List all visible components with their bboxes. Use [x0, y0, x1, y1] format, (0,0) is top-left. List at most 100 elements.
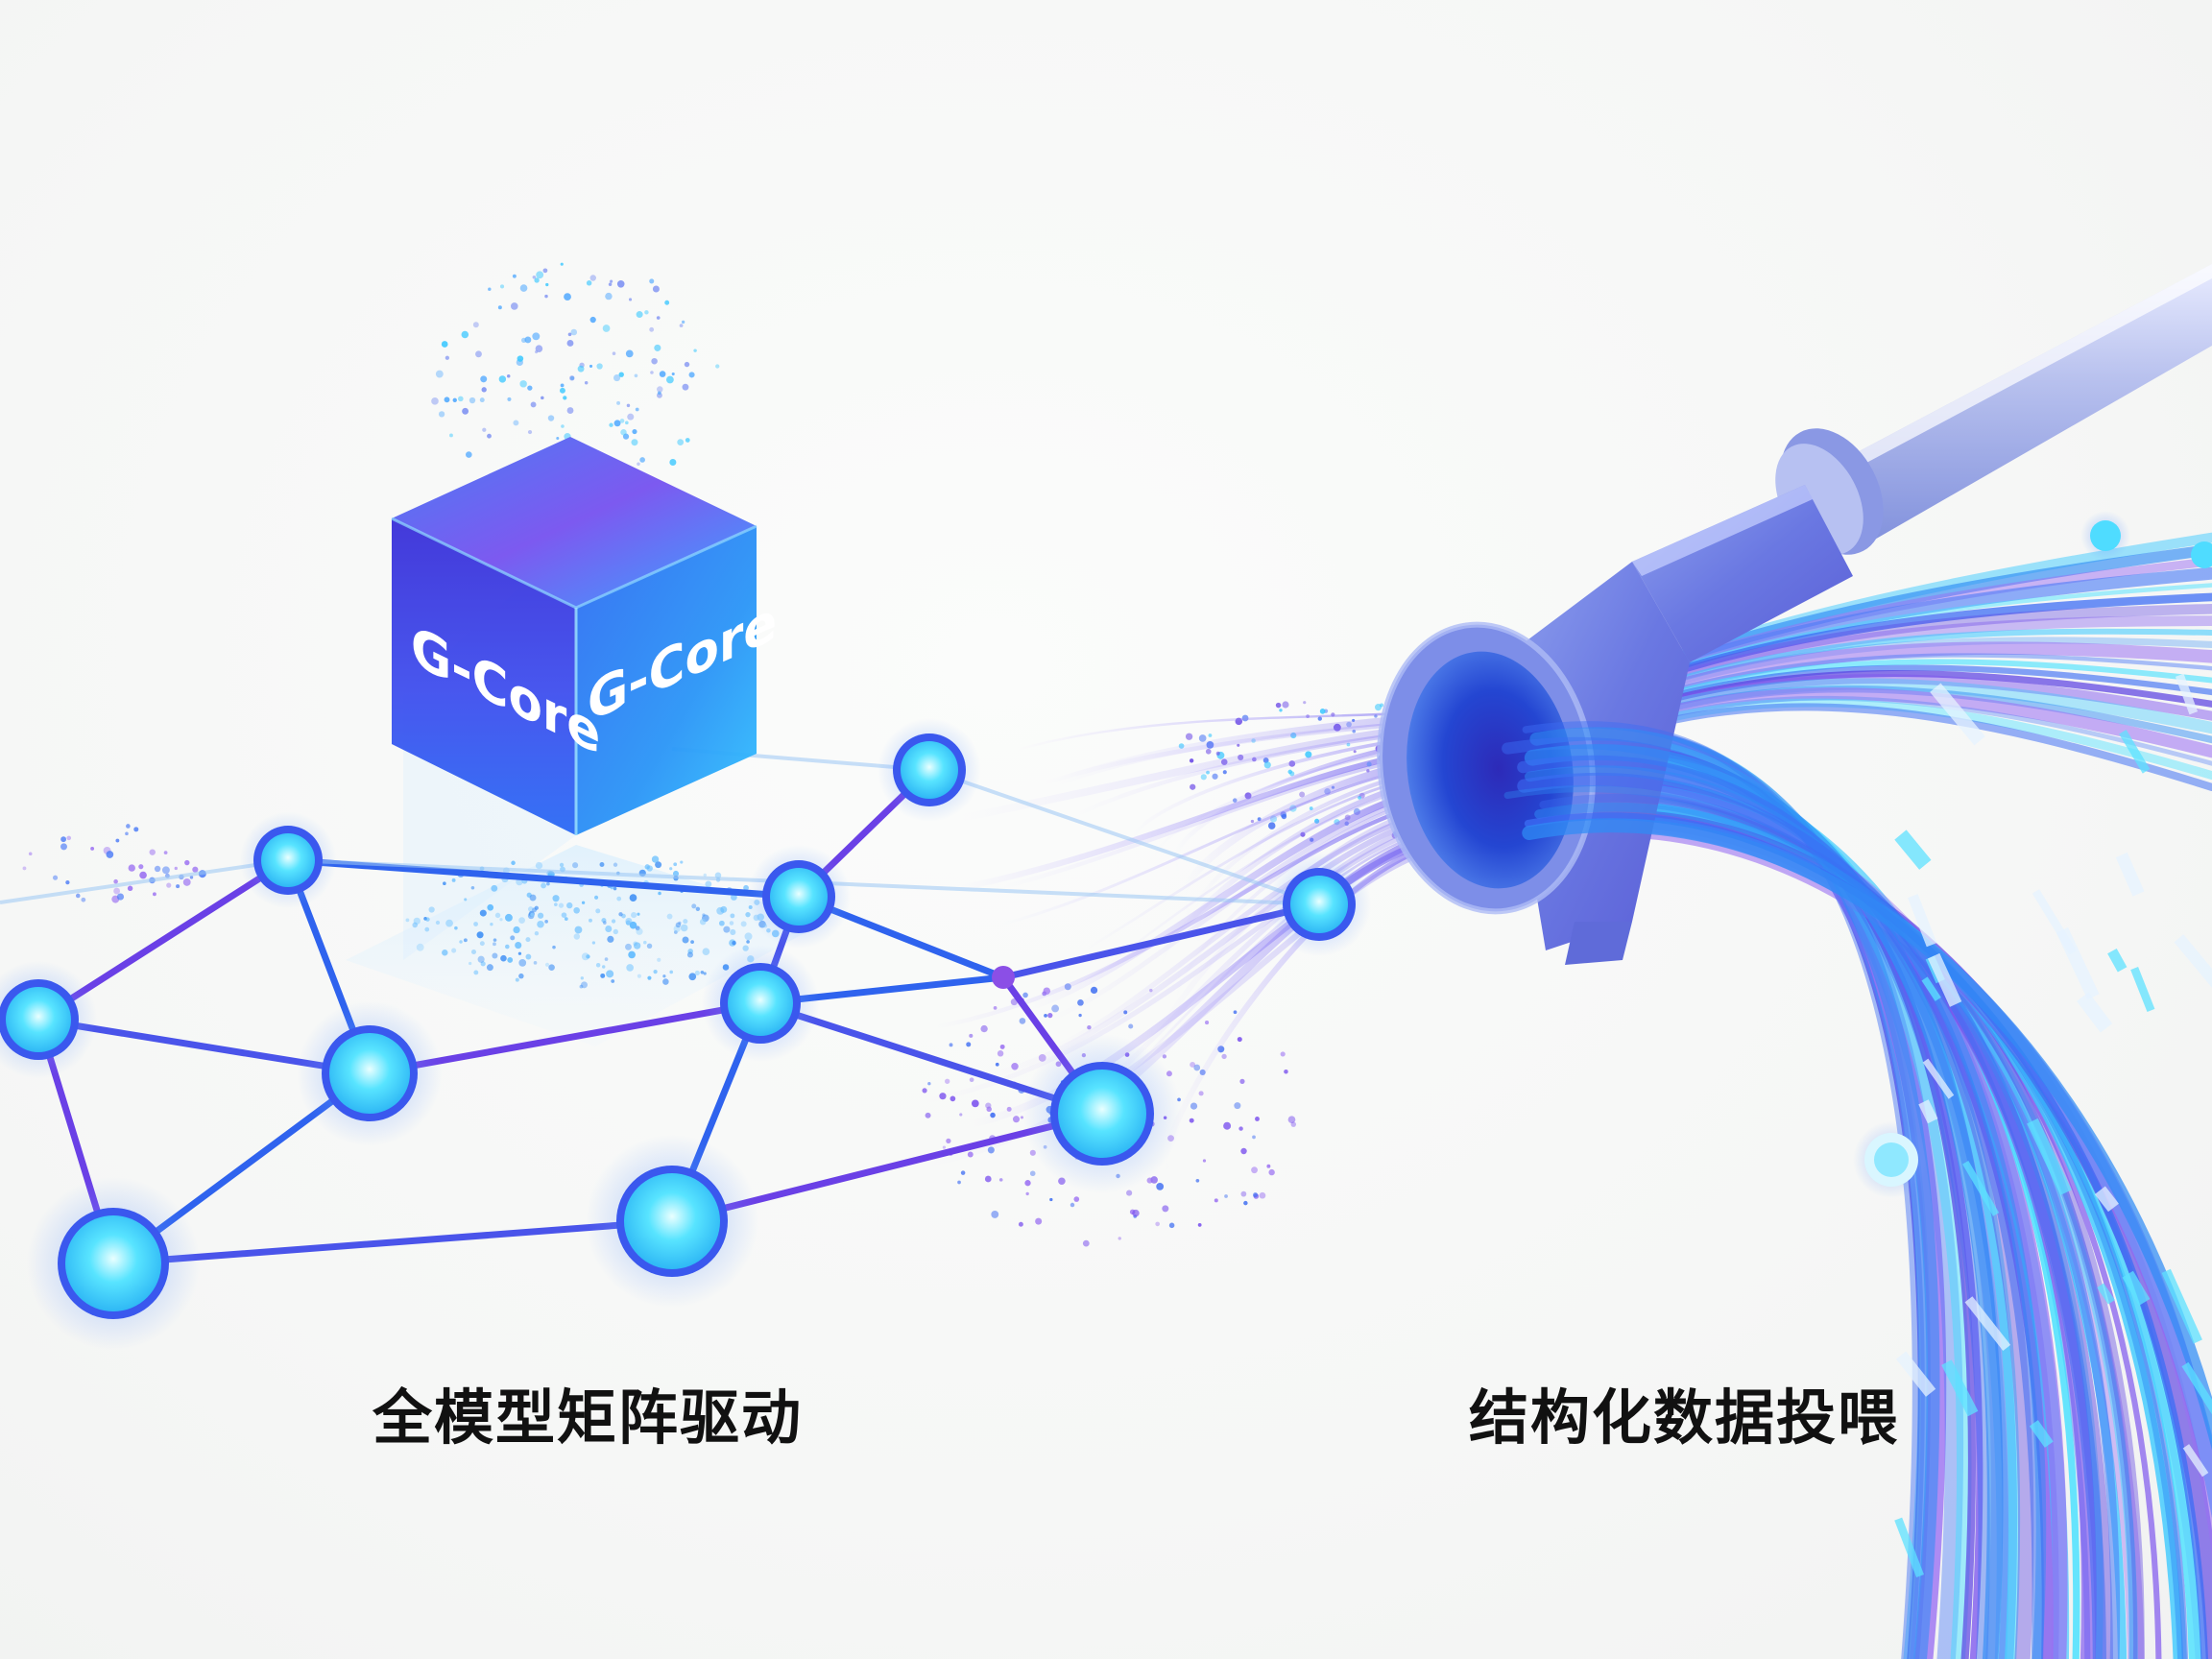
data-bar	[2182, 1444, 2209, 1478]
particle-dot	[957, 1180, 961, 1185]
particle-dot	[473, 922, 478, 926]
particle-dot	[589, 364, 593, 368]
particle-dot	[631, 912, 637, 919]
particle-dot	[1020, 1116, 1024, 1119]
particle-dot	[651, 855, 660, 863]
particle-dot	[479, 941, 485, 947]
particle-dot	[604, 957, 609, 961]
particle-dot	[699, 918, 707, 926]
particle-dot	[1082, 1239, 1090, 1247]
particle-dot	[591, 941, 596, 945]
particle-dot	[90, 846, 95, 851]
particle-dot	[688, 372, 695, 378]
particle-dot	[637, 974, 641, 978]
particle-dot	[176, 884, 180, 889]
particle-dot	[652, 285, 660, 293]
data-bar	[2029, 1420, 2054, 1448]
particle-dot	[609, 422, 613, 427]
particle-dot	[629, 921, 637, 929]
particle-dot	[560, 383, 565, 388]
particle-dot	[530, 912, 535, 917]
particle-dot	[612, 351, 616, 355]
particle-dot	[479, 909, 487, 917]
data-stream-fiber	[1522, 818, 2212, 1451]
particle-dot	[22, 866, 27, 871]
particle-dot	[567, 332, 572, 337]
particle-dot	[618, 912, 623, 917]
particle-dot	[428, 906, 435, 913]
particle-dot	[1280, 1051, 1286, 1057]
particle-dot	[494, 912, 501, 919]
particle-dot	[488, 287, 492, 291]
particle-dot	[1267, 822, 1276, 830]
particle-dot	[1126, 1190, 1133, 1196]
particle-dot	[702, 913, 706, 917]
particle-dot	[537, 912, 544, 919]
particle-dot	[544, 919, 548, 924]
particle-dot	[602, 325, 611, 332]
particle-dot	[106, 851, 114, 858]
particle-dot	[581, 901, 586, 904]
particle-dot	[611, 919, 616, 924]
particle-dot	[1132, 1209, 1140, 1217]
particle-dot	[925, 1112, 931, 1118]
particle-dot	[1317, 716, 1322, 721]
particle-dot	[470, 949, 477, 955]
data-bar	[2161, 1268, 2202, 1344]
particle-dot	[631, 439, 638, 446]
particle-dot	[174, 866, 178, 871]
data-bar	[1908, 894, 1937, 948]
data-bar	[2174, 934, 2212, 1003]
particle-dot	[595, 908, 601, 914]
particle-dot	[481, 387, 487, 393]
particle-dot	[554, 902, 558, 906]
particle-dot	[1238, 1126, 1243, 1131]
particle-dot	[1190, 1102, 1198, 1110]
particle-dot	[636, 927, 643, 935]
particle-dot	[530, 401, 537, 408]
particle-dot	[441, 341, 448, 348]
particle-dot	[646, 943, 653, 950]
particle-dot	[510, 302, 518, 310]
particle-dot	[618, 372, 624, 377]
particle-dot	[671, 372, 675, 376]
particle-dot	[445, 355, 449, 360]
particle-dot	[544, 294, 548, 299]
particle-dot	[552, 895, 560, 902]
particle-dot	[613, 373, 621, 382]
particle-dot	[986, 1106, 992, 1113]
data-bar	[2027, 1118, 2072, 1195]
particle-dot	[518, 917, 525, 925]
particle-dot	[1190, 1061, 1196, 1068]
network-node	[770, 868, 828, 926]
network-node	[329, 1033, 410, 1114]
particle-dot	[688, 973, 697, 981]
particle-dot	[740, 921, 747, 927]
particle-dot	[605, 292, 613, 301]
particle-dot	[1212, 773, 1218, 780]
particle-dot	[644, 864, 650, 870]
particle-dot	[1287, 1116, 1296, 1124]
particle-dot	[519, 380, 527, 388]
particle-dot	[125, 831, 129, 836]
particle-dot	[681, 320, 685, 325]
particle-dot	[745, 911, 751, 918]
particle-dot	[444, 397, 450, 403]
particle-dot	[505, 944, 510, 950]
particle-dot	[1299, 791, 1306, 798]
particle-dot	[75, 893, 81, 899]
particle-dot	[405, 918, 410, 923]
particle-dot	[1305, 751, 1312, 758]
particle-dot	[584, 381, 589, 385]
particle-dot	[627, 413, 635, 421]
particle-dot	[664, 300, 670, 305]
particle-dot	[515, 941, 522, 950]
particle-dot	[622, 433, 630, 440]
particle-dot	[637, 912, 640, 916]
particle-dot	[1022, 992, 1028, 998]
particle-dot	[479, 397, 485, 403]
particle-dot	[677, 439, 685, 445]
particle-dot	[1208, 733, 1213, 737]
particle-dot	[566, 902, 573, 909]
